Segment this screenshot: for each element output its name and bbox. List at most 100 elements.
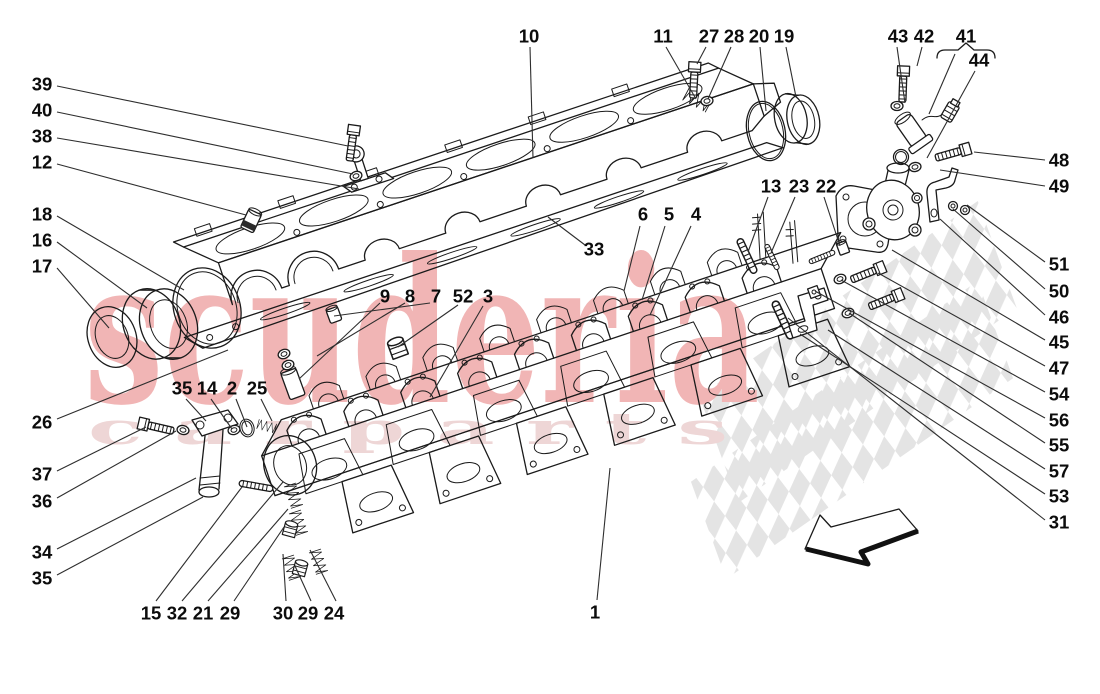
callout-50: 50 — [1049, 281, 1070, 302]
callout-44: 44 — [969, 50, 990, 71]
o-ring-20 — [745, 100, 787, 162]
leader-line — [916, 46, 923, 67]
callout-52: 52 — [453, 286, 474, 307]
callout-46: 46 — [1049, 307, 1070, 328]
leader-line — [429, 305, 484, 398]
callout-2: 2 — [227, 378, 237, 399]
leader-line — [56, 430, 177, 499]
oil-drain-pipe — [191, 409, 239, 498]
callout-29: 29 — [298, 603, 319, 624]
sensor-41 — [894, 98, 961, 155]
leader-line — [787, 317, 1046, 521]
leader-line — [56, 111, 354, 175]
bushing-22 — [835, 239, 851, 256]
leader-line — [207, 508, 289, 602]
callout-5: 5 — [664, 204, 674, 225]
callout-35: 35 — [32, 568, 53, 589]
tappet-9 — [280, 366, 306, 400]
callout-45: 45 — [1049, 332, 1070, 353]
plug-29b — [291, 558, 309, 578]
callout-24: 24 — [324, 603, 345, 624]
callout-15: 15 — [141, 603, 162, 624]
leader-line — [848, 312, 1046, 444]
callout-22: 22 — [816, 176, 837, 197]
callout-42: 42 — [914, 26, 935, 47]
callout-55: 55 — [1049, 435, 1070, 456]
callout-40: 40 — [32, 100, 53, 121]
leader-line — [56, 85, 349, 147]
callout-41: 41 — [956, 26, 977, 47]
callout-20: 20 — [749, 26, 770, 47]
callout-28: 28 — [724, 26, 745, 47]
callout-1: 1 — [590, 602, 600, 623]
callout-48: 48 — [1049, 150, 1070, 171]
leader-line — [56, 163, 247, 216]
callout-41-brace — [936, 42, 996, 59]
leader-line — [185, 398, 207, 422]
leader-line — [294, 565, 312, 602]
callout-31: 31 — [1049, 512, 1070, 533]
washer-49 — [907, 160, 923, 174]
callout-43: 43 — [888, 26, 909, 47]
washer-54 — [832, 272, 848, 286]
leader-line — [696, 46, 707, 65]
leader-line — [56, 477, 197, 550]
leader-line — [56, 137, 360, 190]
callout-38: 38 — [32, 126, 53, 147]
callout-25: 25 — [247, 378, 268, 399]
callout-10: 10 — [519, 26, 540, 47]
leader-line — [939, 169, 1046, 187]
callout-17: 17 — [32, 256, 53, 277]
callout-19: 19 — [774, 26, 795, 47]
leader-line — [282, 553, 287, 602]
leader-line — [235, 398, 248, 428]
callout-47: 47 — [1049, 358, 1070, 379]
bracket-46 — [926, 167, 959, 223]
leader-line — [56, 426, 147, 472]
leader-line — [759, 46, 767, 112]
callout-14: 14 — [197, 378, 218, 399]
callout-37: 37 — [32, 464, 53, 485]
cylinder-head — [260, 211, 851, 534]
leader-line — [309, 549, 337, 602]
leader-line — [641, 225, 666, 301]
callout-32: 32 — [167, 603, 188, 624]
leader-line — [973, 151, 1046, 161]
leader-line — [56, 267, 110, 329]
washer-43 — [890, 100, 904, 112]
leader-line — [926, 70, 976, 159]
nut-51 — [959, 204, 971, 216]
brace-41 — [936, 42, 996, 59]
leader-line — [799, 333, 1046, 495]
leader-line — [397, 304, 459, 348]
leader-line — [233, 526, 285, 602]
leader-line — [827, 329, 1046, 470]
leader-line — [56, 241, 148, 309]
callout-54: 54 — [1049, 384, 1070, 405]
callout-16: 16 — [32, 230, 53, 251]
leader-line — [316, 302, 406, 357]
leader-line — [952, 208, 1046, 290]
leader-line — [596, 467, 611, 601]
leader-line — [260, 398, 273, 422]
leader-line — [928, 53, 956, 115]
direction-arrow — [804, 508, 919, 567]
leader-line — [939, 218, 1046, 316]
callout-53: 53 — [1049, 486, 1070, 507]
plug-12 — [240, 207, 263, 234]
bracket-53 — [788, 287, 829, 339]
callout-11: 11 — [653, 26, 673, 47]
callout-36: 36 — [32, 491, 53, 512]
leader-line — [896, 46, 906, 104]
leader-line — [785, 46, 797, 98]
callout-30: 30 — [273, 603, 294, 624]
leader-line — [181, 481, 284, 602]
callout-13: 13 — [761, 176, 782, 197]
leader-lines — [56, 46, 1046, 602]
callout-6: 6 — [638, 204, 648, 225]
callout-26: 26 — [32, 412, 53, 433]
leader-line — [56, 496, 204, 576]
leader-line — [155, 486, 243, 602]
leader-line — [547, 216, 586, 246]
